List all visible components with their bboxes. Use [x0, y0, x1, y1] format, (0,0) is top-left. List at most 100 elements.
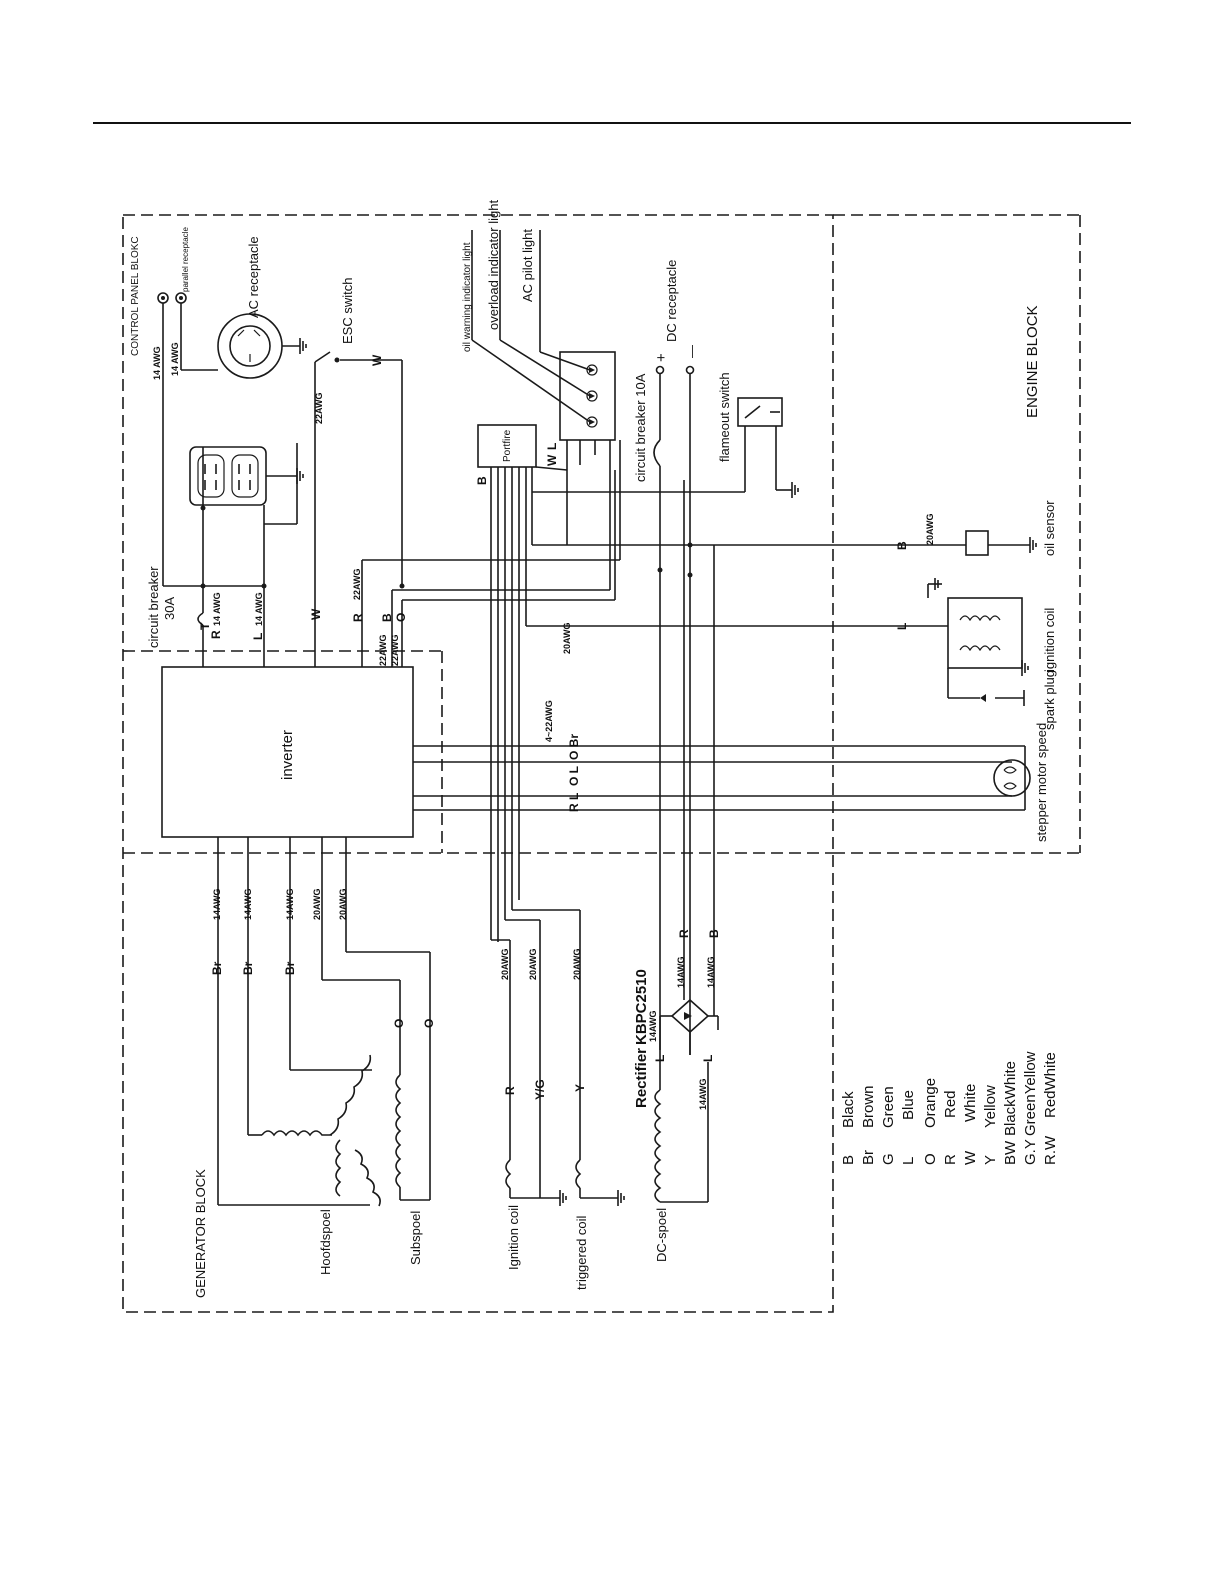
awg-label-ign-gen: 20AWG: [500, 948, 510, 980]
legend-name-8: BlackWhite: [1002, 1061, 1019, 1136]
legend-name-0: Black: [840, 1091, 857, 1128]
oil-warning-light-label: oil warning indicator light: [462, 242, 473, 352]
wire-label-o-sub-2: O: [422, 1019, 436, 1028]
inverter: inverter: [161, 666, 414, 838]
triggered-coil-label: triggered coil: [574, 1215, 589, 1290]
wire-label-o-inv: O: [394, 613, 408, 622]
dc-receptacle: DC receptacle circuit breaker 10A: [633, 260, 695, 1055]
triggered-coil: [512, 909, 625, 1206]
wire-label-b-oil: B: [895, 541, 909, 550]
parallel-receptacle: parallel receptacle: [157, 227, 190, 586]
hoofdspoel-label: Hoofdspoel: [318, 1209, 333, 1275]
esc-switch-label: ESC switch: [340, 278, 355, 344]
awg-label-trig: 20AWG: [572, 948, 582, 980]
ac-receptacle: AC receptacle: [163, 236, 307, 587]
legend-name-2: Green: [880, 1086, 897, 1128]
legend-code-2: G: [880, 1153, 897, 1165]
generator-sub-coil: [321, 837, 431, 1201]
legend-name-9: GreenYellow: [1022, 1051, 1039, 1136]
ac-pilot-light-label: AC pilot light: [520, 229, 535, 302]
circuit-breaker-30a-rating: 30A: [162, 597, 177, 620]
wire-label-w-lights: W: [545, 454, 559, 466]
ignition-coil-gen-label: Ignition coil: [506, 1205, 521, 1270]
dc-minus-label: —: [684, 345, 699, 358]
wire-label-ol: O L: [567, 766, 581, 786]
awg-label-gen-2: 14AWG: [243, 888, 253, 920]
wire-label-b-inv: B: [380, 613, 394, 622]
legend-code-8: BW: [1002, 1140, 1019, 1165]
wire-label-l-dc-2: L: [701, 1055, 715, 1062]
indicator-lights: oil warning indicator light overload ind…: [462, 200, 616, 470]
engine-ignition-coil: ignition coil spark plug: [526, 578, 1057, 730]
control-generator-outline: [122, 214, 834, 1313]
awg-label-oil: 20AWG: [925, 513, 935, 545]
awg-label-ac-l: 14 AWG: [254, 592, 264, 626]
awg-label-rect-in: 14AWG: [648, 1010, 658, 1042]
legend-code-10: R.W: [1042, 1135, 1059, 1165]
legend-name-7: Yellow: [982, 1085, 999, 1128]
legend-code-3: L: [900, 1157, 917, 1165]
awg-label-gen-1: 14AWG: [212, 888, 222, 920]
wire-label-t: T: [198, 622, 212, 630]
wire-label-l-ac: L: [251, 633, 265, 640]
subspoel-label: Subspoel: [408, 1211, 423, 1265]
legend-code-5: R: [942, 1154, 959, 1165]
dc-plus-label: +: [653, 353, 670, 362]
wire-label-br-2: Br: [241, 961, 255, 975]
parallel-receptacle-label: parallel receptacle: [181, 227, 190, 292]
rectifier-label: Rectifier: [633, 1048, 650, 1108]
oil-sensor-label: oil sensor: [1042, 500, 1057, 556]
spark-plug-label: spark plug: [1042, 670, 1057, 730]
portfire-module: Portfire: [477, 424, 568, 940]
legend-code-1: Br: [860, 1150, 877, 1165]
awg-label-inv-b: 22AWG: [378, 634, 388, 666]
rectifier: Rectifier KBPC2510: [633, 480, 719, 1108]
color-legend: B Black Br Brown G Green L Blue O Orange…: [840, 1051, 1059, 1165]
circuit-breaker-10a-label: circuit breaker 10A: [633, 373, 648, 482]
wire-label-b-rect: B: [707, 929, 721, 938]
wire-label-w-inv: W: [309, 608, 323, 620]
stepper-motor: stepper motor speed: [413, 723, 1049, 842]
awg-label-rect-r: 14AWG: [676, 956, 686, 988]
generator-block-title: GENERATOR BLOCK: [193, 1169, 208, 1298]
wire-label-w-esc: W: [370, 354, 384, 366]
legend-code-9: G.Y: [1022, 1139, 1039, 1165]
wire-label-obr: O Br: [567, 734, 581, 760]
legend-name-5: Red: [942, 1090, 959, 1118]
rectifier-model-label: KBPC2510: [633, 969, 650, 1045]
wire-label-br-3: Br: [283, 961, 297, 975]
ac-receptacle-label: AC receptacle: [246, 236, 261, 318]
awg-label-ign: 20AWG: [562, 622, 572, 654]
generator-ignition-coil: [490, 919, 567, 1206]
flameout-switch-label: flameout switch: [717, 372, 732, 462]
control-panel-block-title: CONTROL PANEL BLOKC: [130, 236, 141, 356]
awg-label-inv-o: 22AWG: [390, 634, 400, 666]
generator-main-coil: [217, 837, 381, 1207]
engine-block-title: ENGINE BLOCK: [1024, 305, 1041, 418]
awg-label-breaker-r: 14 AWG: [212, 592, 222, 626]
stepper-motor-label: stepper motor speed: [1034, 723, 1049, 842]
awg-label-gen-5: 20AWG: [338, 888, 348, 920]
dc-coil: DC-spoel: [654, 1050, 709, 1262]
wire-label-r-rect: R: [677, 929, 691, 938]
awg-label-stepper: 4~22AWG: [544, 700, 554, 742]
awg-label-parallel-2: 14 AWG: [170, 342, 180, 376]
awg-label-gen-4: 20AWG: [312, 888, 322, 920]
oil-sensor: oil sensor: [532, 500, 1057, 556]
wire-label-r-inv: R: [351, 613, 365, 622]
duplex-receptacle: [189, 443, 304, 525]
awg-label-rect-b: 14AWG: [706, 956, 716, 988]
wire-label-l-lights: L: [545, 443, 559, 450]
flameout-switch: flameout switch: [532, 372, 799, 498]
wire-label-r-ign: R: [503, 1086, 517, 1095]
esc-switch: ESC switch: [314, 278, 405, 667]
awg-label-esc: 22AWG: [314, 392, 324, 424]
inverter-label: inverter: [279, 730, 296, 780]
wire-label-l-dc-1: L: [653, 1055, 667, 1062]
legend-name-10: RedWhite: [1042, 1052, 1059, 1118]
legend-code-6: W: [962, 1150, 979, 1165]
awg-label-dc-coil: 14AWG: [698, 1078, 708, 1110]
legend-name-1: Brown: [860, 1085, 877, 1128]
